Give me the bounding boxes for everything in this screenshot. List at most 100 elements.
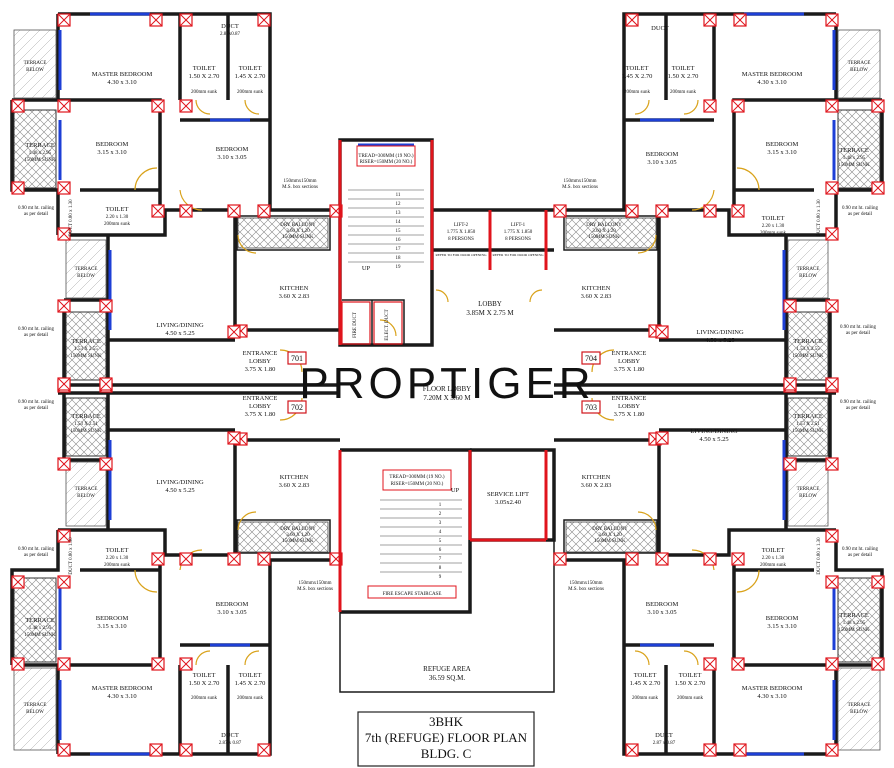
column-cross [57, 299, 71, 313]
refuge-size: 36.59 SQ.M. [429, 674, 465, 682]
terrace-below2-a-701: TERRACE [75, 267, 98, 272]
column-cross [731, 99, 745, 113]
bedroom2-703: BEDROOM [646, 601, 679, 608]
ms-box-bl-2: M.S. box sections [297, 587, 333, 592]
living-701: LIVING/DINING [156, 322, 204, 329]
column-cross [871, 99, 885, 113]
stair-top-up: UP [362, 265, 371, 272]
lift1-size: 1.775 X 1.850 [504, 230, 533, 235]
column-cross [57, 377, 71, 391]
toilet-a-702: TOILET [193, 672, 216, 679]
column-cross [57, 657, 71, 671]
master-bedroom-size-703: 4.30 x 3.10 [757, 693, 786, 700]
toilet-c-sunk-704: 200mm sunk [760, 231, 786, 236]
kitchen-size-704: 3.60 X 2.83 [581, 293, 612, 300]
terrace-sunk-703: 150MM SUNK [838, 628, 870, 633]
dry-balcony-703: DRY BALCONY [592, 527, 628, 532]
column-cross [825, 743, 839, 757]
railing2-b-703: as per detail [846, 406, 871, 411]
title-line-2: 7th (REFUGE) FLOOR PLAN [365, 730, 528, 745]
bedroom-703: BEDROOM [766, 615, 799, 622]
railing-a-704: 0.90 mt ht. railing [842, 206, 878, 211]
kitchen-704: KITCHEN [582, 285, 611, 292]
terrace2-size-704: 1.53 X 2.55 [796, 347, 820, 352]
terrace-below2-a-702: TERRACE [75, 487, 98, 492]
entrance-lobby-703: LOBBY [618, 403, 640, 410]
column-cross [179, 99, 193, 113]
railing-b-701: as per detail [24, 212, 49, 217]
toilet-c-sunk-703: 200mm sunk [760, 563, 786, 568]
title-line-3: BLDG. C [421, 746, 472, 761]
bedroom-701: BEDROOM [96, 141, 129, 148]
column-cross [257, 204, 271, 218]
railing2-b-701: as per detail [24, 333, 49, 338]
watermark: PROPTIGER [299, 359, 594, 408]
unit-no-box-704 [581, 351, 601, 365]
duct-size-702: 2.87 x 0.87 [219, 741, 242, 746]
ms-box-bl-1: 150mmx150mm [298, 581, 331, 586]
refuge-name: REFUGE AREA [423, 665, 471, 673]
ms-box-tr-1: 150mmx150mm [563, 179, 596, 184]
column-cross [783, 299, 797, 313]
stair-step-number: 11 [396, 193, 401, 198]
column-cross [257, 743, 271, 757]
bedroom-size-703: 3.15 x 3.10 [767, 623, 796, 630]
column-cross [825, 99, 839, 113]
master-bedroom-size-704: 4.30 x 3.10 [757, 79, 786, 86]
terrace-size-704: 1.48 x 2.95 [843, 156, 866, 161]
entrance-703: ENTRANCE [612, 395, 647, 402]
kitchen-701: KITCHEN [280, 285, 309, 292]
terrace-below-a-704: TERRACE [848, 61, 871, 66]
bedroom2-size-703: 3.10 x 3.05 [647, 609, 676, 616]
column-cross [151, 99, 165, 113]
bedroom2-size-704: 3.10 x 3.05 [647, 159, 676, 166]
terrace-size-702: 1.48 x 2.95 [29, 626, 52, 631]
column-cross [625, 743, 639, 757]
entrance-size-702: 3.75 X 1.80 [245, 411, 276, 418]
toilet-a-sunk-702: 200mm sunk [191, 696, 217, 701]
column-cross [625, 552, 639, 566]
small-duct-701: DUCT 0.80 x 1.30 [69, 199, 74, 237]
dry-balcony-size-702: 3.60 X 1.20 [286, 533, 310, 538]
railing2-a-701: 0.90 mt ht. railing [18, 327, 54, 332]
column-cross [11, 657, 25, 671]
toilet-a-size-702: 1.50 X 2.70 [189, 680, 220, 687]
terrace-704: TERRACE [839, 147, 869, 154]
kitchen-703: KITCHEN [582, 474, 611, 481]
entrance-lobby-704: LOBBY [618, 358, 640, 365]
column-cross [57, 743, 71, 757]
column-cross [257, 13, 271, 27]
column-cross [99, 299, 113, 313]
column-cross [57, 575, 71, 589]
floor-lobby-size: 7.20M X 3.60 M [423, 394, 471, 402]
master-bedroom-size-702: 4.30 x 3.10 [107, 693, 136, 700]
unit-703: MASTER BEDROOM 4.30 x 3.10 TOILET 1.45 X… [581, 395, 879, 746]
railing2-b-704: as per detail [846, 331, 871, 336]
terrace-sunk-701: 150MM SUNK [24, 158, 56, 163]
ms-box-tl-1: 150mmx150mm [283, 179, 316, 184]
column-cross [179, 657, 193, 671]
toilet-b-size-704: 1.50 X 2.70 [668, 73, 699, 80]
living-704: LIVING/DINING [696, 329, 744, 336]
column-cross [825, 299, 839, 313]
terrace2-sunk-704: 150MM SUNK [792, 354, 824, 359]
terrace2-sunk-701: 150MM SUNK [70, 354, 102, 359]
bedroom-size-704: 3.15 x 3.10 [767, 149, 796, 156]
stair-step-number: 9 [439, 575, 442, 580]
toilet-a-sunk-703: 200mm sunk [632, 696, 658, 701]
entrance-704: ENTRANCE [612, 350, 647, 357]
terrace-below2-b-701: BELOW [77, 274, 95, 279]
column-cross [57, 99, 71, 113]
terrace2-size-703: 1.53 X 2.51 [796, 422, 820, 427]
unit-704: MASTER BEDROOM 4.30 x 3.10 TOILET 1.45 X… [581, 25, 879, 373]
railing2-a-703: 0.90 mt ht. railing [840, 400, 876, 405]
dry-balcony-size-703: 3.60 X 1.20 [598, 533, 622, 538]
stair-step-number: 19 [396, 265, 402, 270]
core-walls [338, 140, 548, 612]
entrance-lobby-702: LOBBY [249, 403, 271, 410]
dry-balcony-sunk-702: 150MM SUNK [282, 539, 314, 544]
service-lift-name: SERVICE LIFT [487, 491, 529, 498]
living-size-704: 4.50 x 5.25 [705, 337, 734, 344]
stair-step-number: 3 [439, 521, 442, 526]
